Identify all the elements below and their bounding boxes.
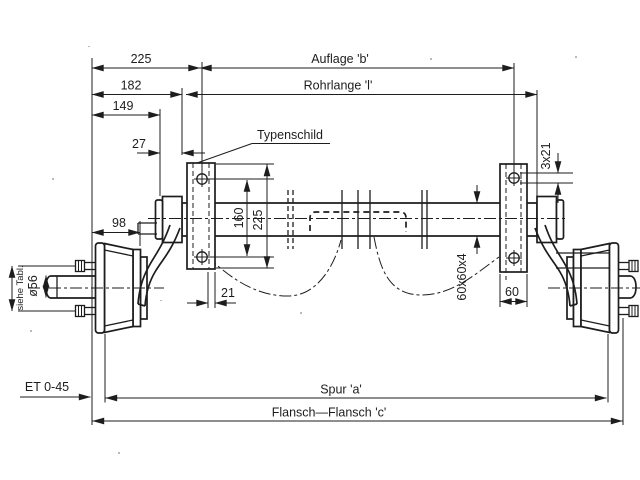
left-brake-line-entry [137, 222, 157, 235]
dim-label-225-plate: 225 [251, 210, 265, 231]
dim-label-3x21: 3x21 [539, 142, 553, 169]
hidden-brake-rod [309, 211, 407, 232]
dim-label-225-top: 225 [131, 52, 152, 66]
dim-label-149: 149 [113, 99, 134, 113]
label-typenschild: Typenschild [257, 128, 323, 142]
left-stub-axle [45, 275, 95, 299]
dim-label-160: 160 [232, 208, 246, 229]
dimension-lines [8, 64, 623, 425]
right-plate-bolt-bottom [506, 250, 522, 266]
dimension-labels: 225 Auflage 'b' 182 Rohrlange 'l' 149 27… [15, 52, 553, 420]
dim-label-182: 182 [121, 79, 142, 93]
left-plate-bolt-top [194, 171, 210, 187]
label-auflage-b: Auflage 'b' [311, 52, 369, 66]
left-bearing-housing [154, 195, 183, 244]
dim-label-27: 27 [132, 137, 146, 151]
dim-label-60x60x4: 60x60x4 [455, 253, 469, 300]
label-et-0-45: ET 0-45 [25, 380, 69, 394]
right-plate-bolt-top [506, 170, 522, 186]
right-hub-cap [618, 275, 637, 299]
dim-label-21: 21 [221, 286, 235, 300]
right-wheel-stud-bottom [618, 304, 639, 318]
center-lines [28, 218, 640, 289]
left-mounting-plate [186, 162, 216, 270]
label-flansch-flansch-c: Flansch—Flansch 'c' [272, 406, 387, 420]
extension-lines [18, 58, 624, 425]
left-plate-bolt-bottom [194, 249, 210, 265]
dim-label-98: 98 [112, 216, 126, 230]
scan-noise [30, 46, 577, 454]
right-swing-arm [534, 224, 578, 307]
right-wheel-stud-top [618, 259, 639, 273]
right-bearing-housing [536, 195, 565, 244]
typenschild-leader [196, 143, 330, 164]
brake-cable-centerlines [206, 236, 500, 297]
tube-hash-marks [287, 190, 428, 249]
dim-label-60: 60 [505, 285, 519, 299]
label-spur-a: Spur 'a' [320, 383, 362, 397]
right-mounting-plate [499, 163, 528, 280]
left-swing-arm [137, 224, 181, 307]
label-rohrlange-l: Rohrlange 'l' [304, 79, 373, 93]
dim-label-d56: ø56 [26, 275, 40, 297]
label-siehe-tabl: siehe Tabl. [15, 265, 26, 310]
